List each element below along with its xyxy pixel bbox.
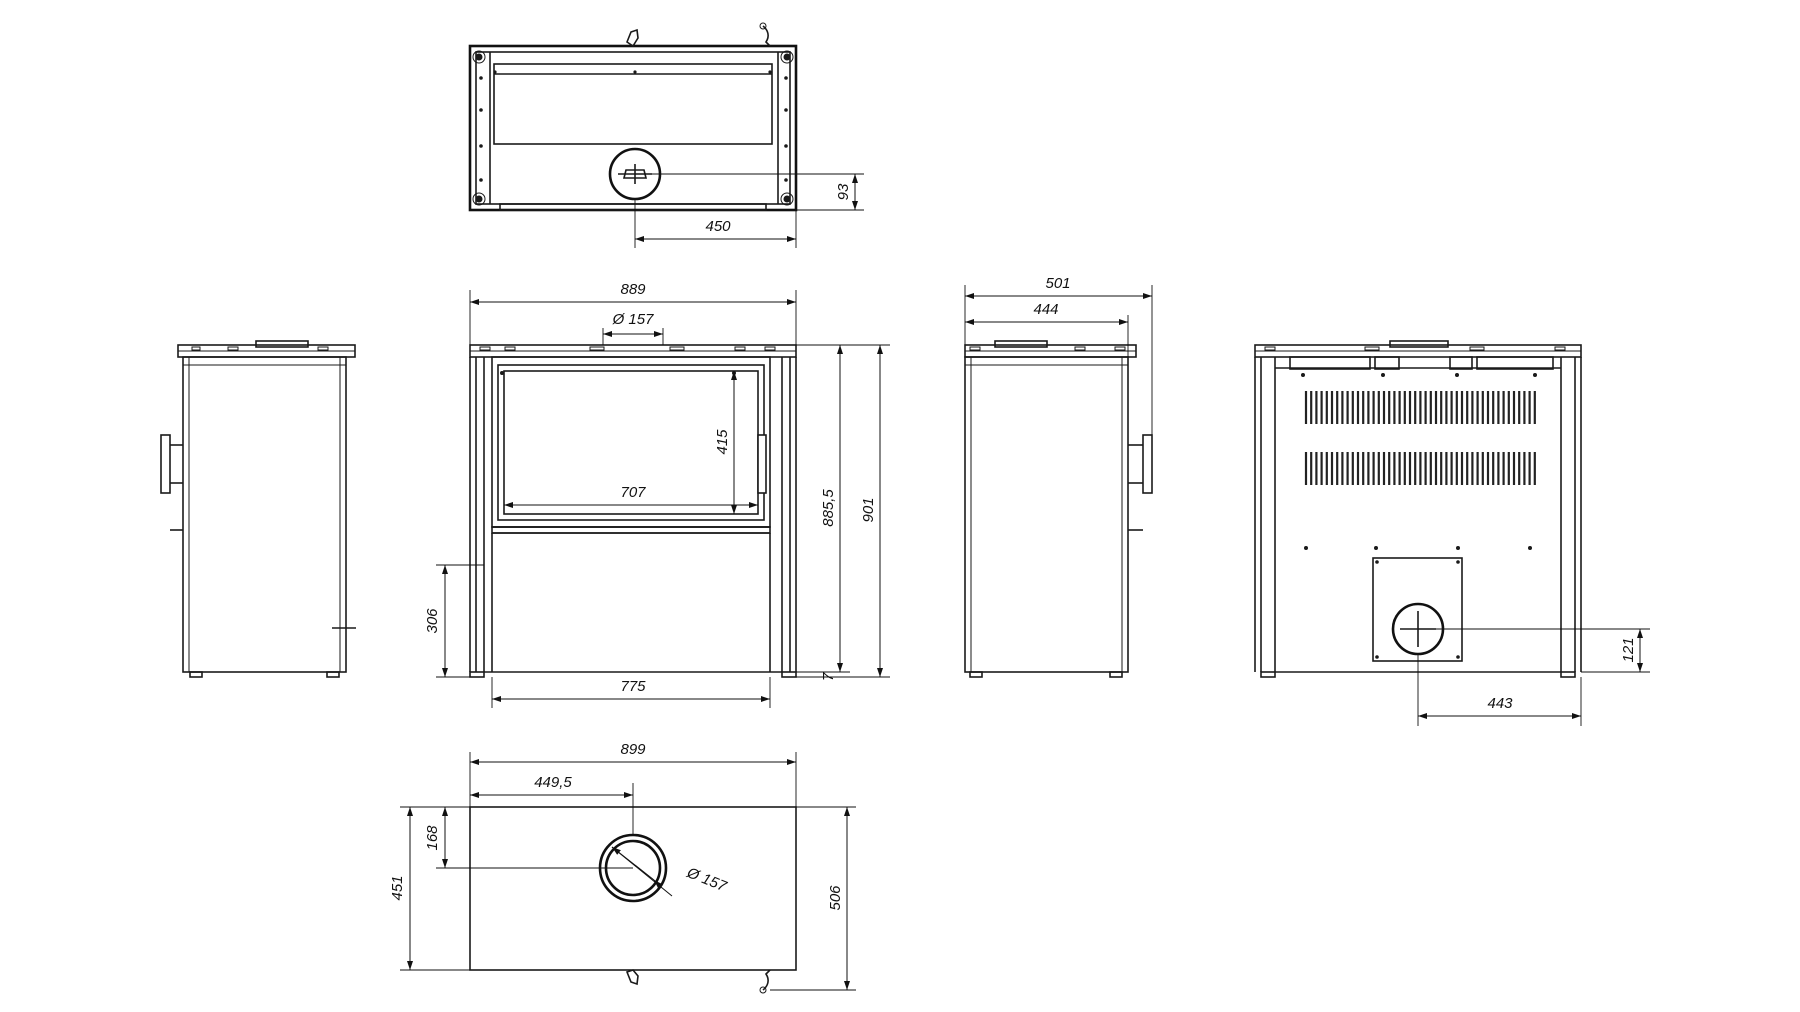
base-handle-icon <box>625 969 639 986</box>
back-view: 121 443 <box>1254 340 1650 726</box>
dim-front-foot-height: 7 <box>820 672 837 681</box>
dim-top-flue-depth: 93 <box>835 183 852 200</box>
base-view: 899 449,5 168 451 506 Ø 157 <box>389 741 856 994</box>
base-lever-icon <box>762 969 771 991</box>
dim-base-width: 899 <box>620 741 646 758</box>
dim-side-depth-body: 444 <box>1033 301 1058 318</box>
dim-front-body-width: 775 <box>620 678 646 695</box>
dim-front-glass-width: 707 <box>620 484 646 501</box>
left-side-view <box>160 340 356 678</box>
back-vent-grille-upper <box>1304 391 1536 424</box>
dim-front-height-total: 901 <box>860 497 877 522</box>
dim-back-flue-offset: 443 <box>1487 695 1513 712</box>
dim-front-pedestal-height: 306 <box>424 608 441 634</box>
dim-back-flue-height: 121 <box>1620 637 1637 662</box>
dim-front-flue-diameter: Ø 157 <box>612 311 655 328</box>
dim-side-depth-total: 501 <box>1045 275 1070 292</box>
dim-base-flue-depth: 168 <box>424 825 441 851</box>
front-door-handle <box>757 434 767 494</box>
top-lever-icon <box>762 25 771 47</box>
top-view: 93 450 <box>468 22 864 248</box>
back-flue-plate <box>1372 557 1463 662</box>
back-vent-grille-lower <box>1304 452 1536 485</box>
right-side-view: 501 444 <box>964 275 1153 678</box>
front-view: 889 Ø 157 415 707 885,5 901 7 306 775 <box>424 281 890 708</box>
dim-base-depth-body: 451 <box>389 875 406 900</box>
dim-base-flue-diameter: Ø 157 <box>684 864 730 896</box>
dim-front-width-top: 889 <box>620 281 646 298</box>
right-side-handle <box>1142 434 1153 494</box>
top-handle-icon <box>626 28 639 48</box>
dim-front-height-flue: 885,5 <box>820 489 837 527</box>
dim-base-depth-total: 506 <box>827 885 844 911</box>
dim-base-center-offset: 449,5 <box>534 774 572 791</box>
left-side-handle <box>160 434 171 494</box>
top-mounting-holes <box>479 70 788 182</box>
dim-top-flue-width: 450 <box>705 218 731 235</box>
dim-front-glass-height: 415 <box>714 429 731 455</box>
